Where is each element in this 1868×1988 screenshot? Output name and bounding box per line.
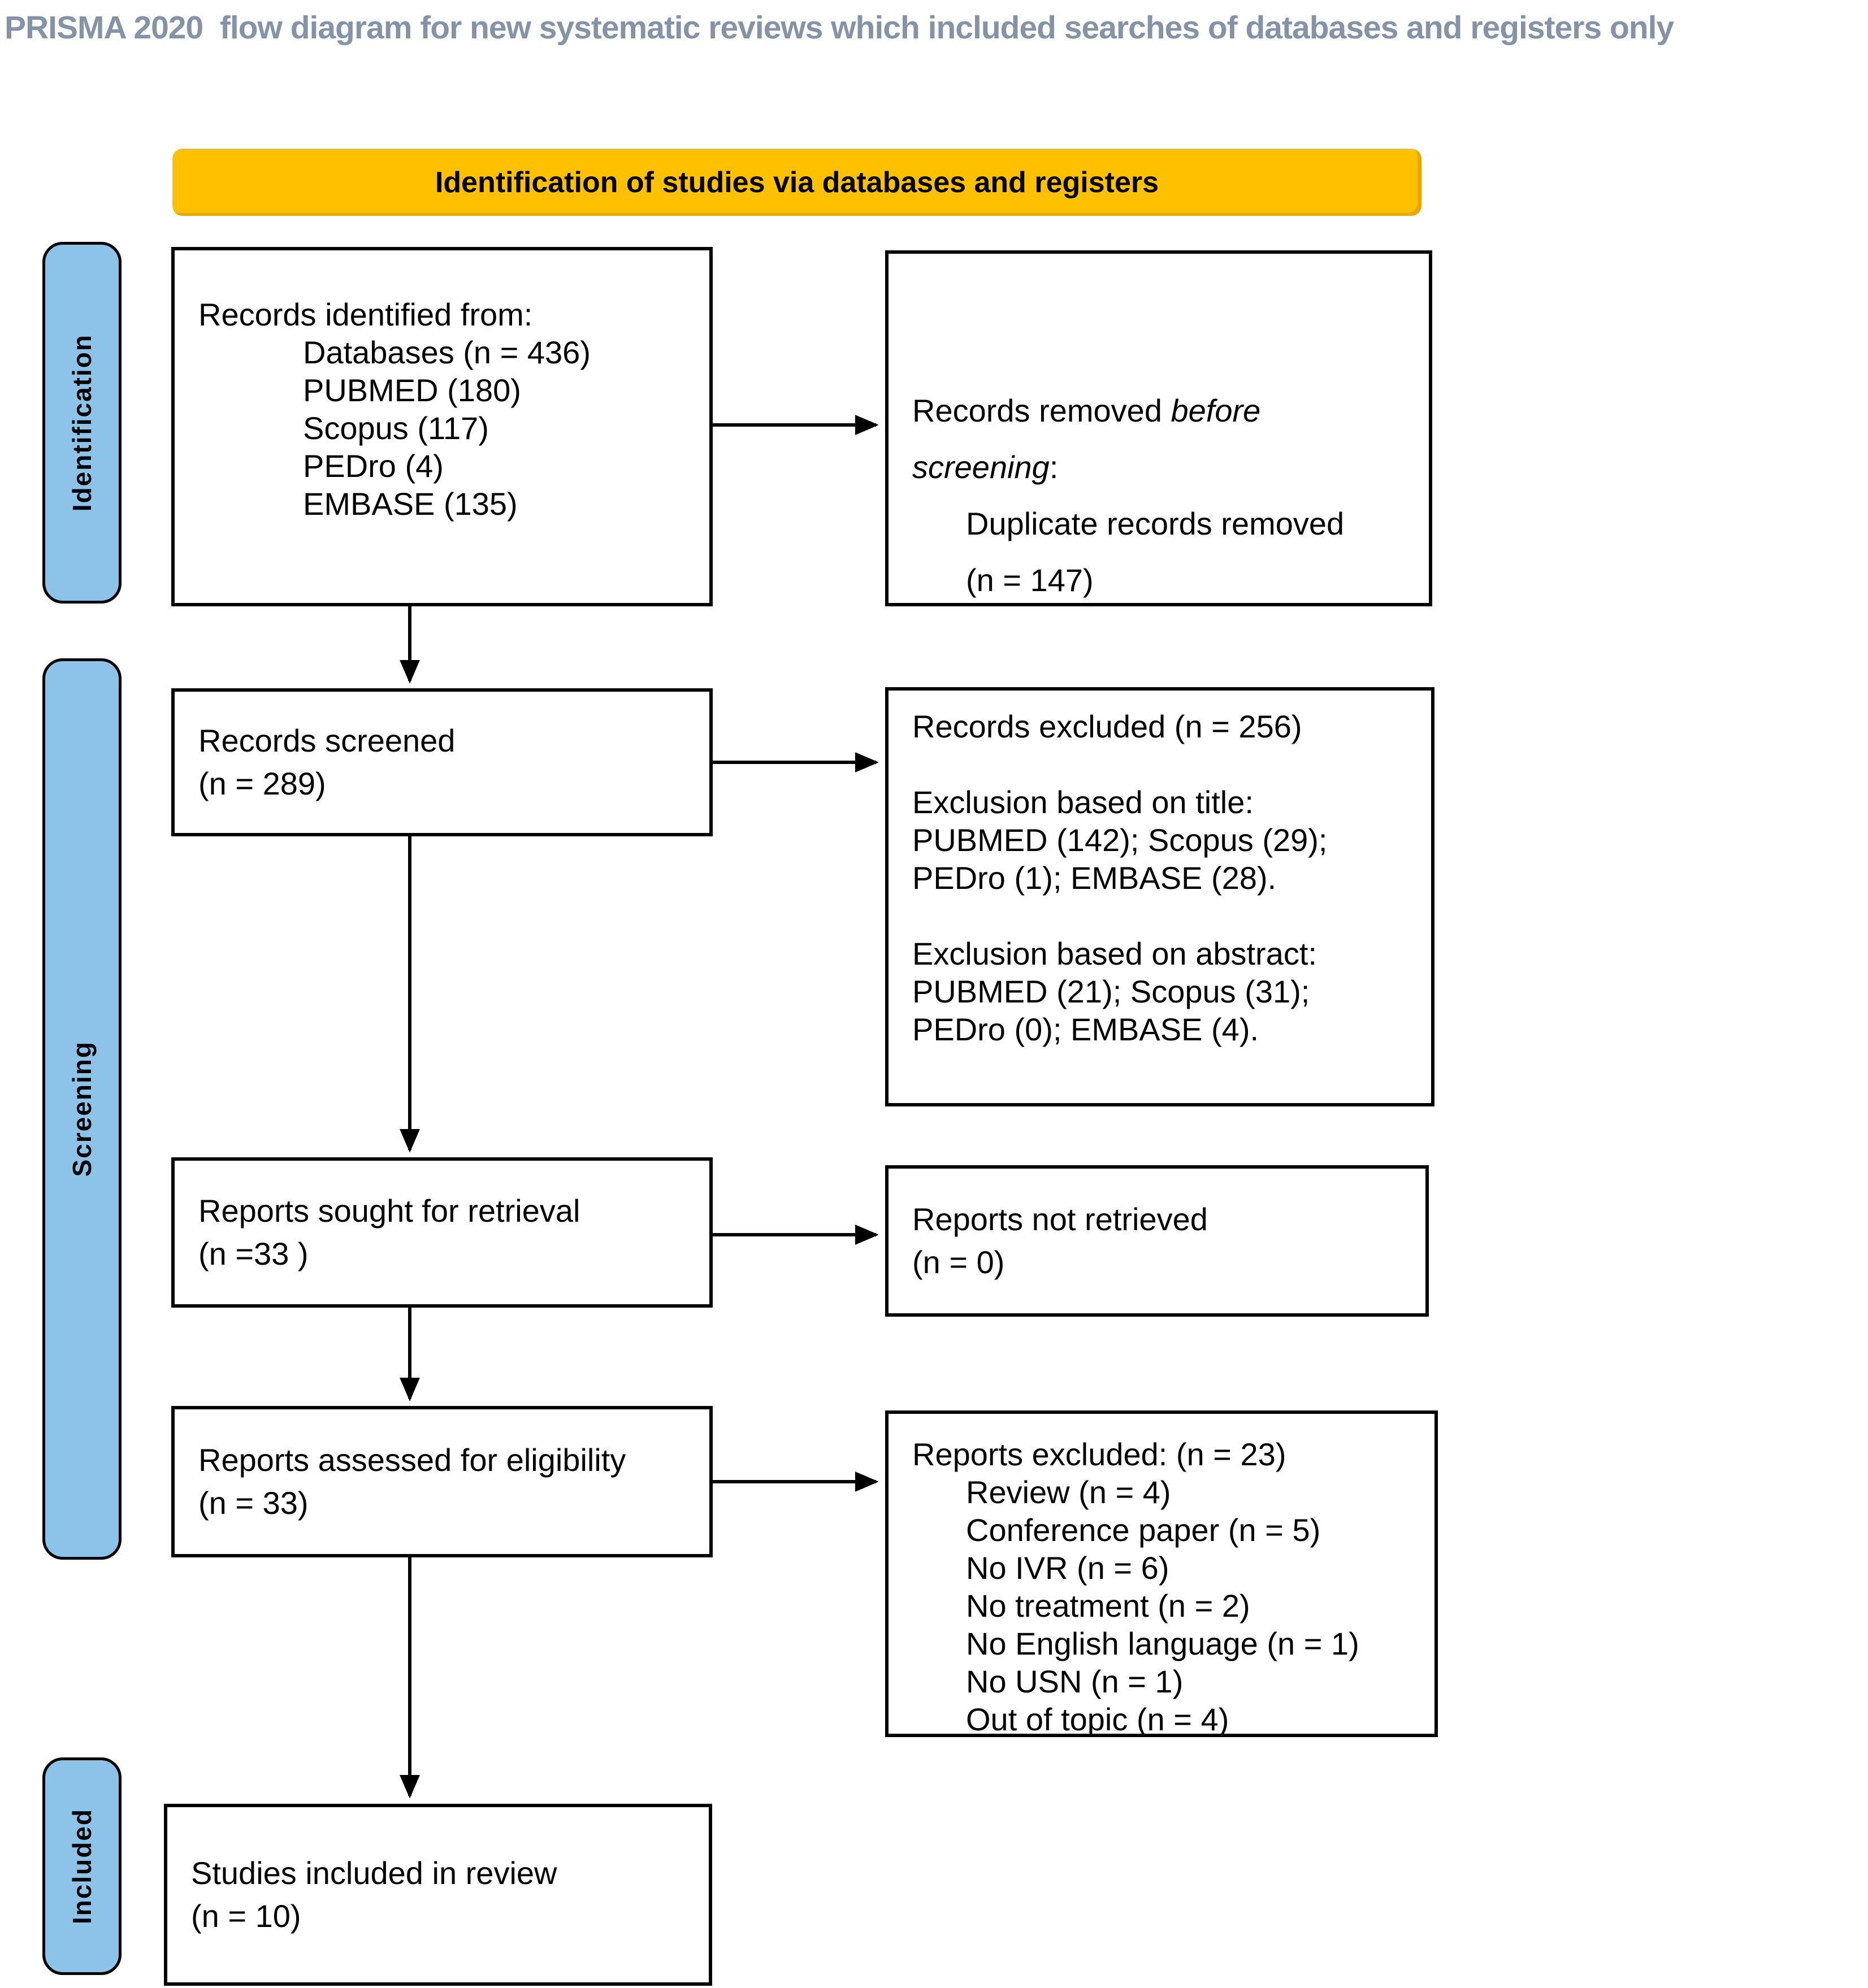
box-studies-included: Studies included in review (n = 10) [164, 1804, 712, 1986]
text-segment: : [1049, 449, 1059, 485]
text-line: Conference paper (n = 5) [966, 1512, 1321, 1548]
stage-label-screening: Screening [42, 658, 122, 1560]
box-records-removed: Records removed before screening: Duplic… [885, 250, 1432, 606]
stage-label-text: Included [67, 1808, 97, 1925]
text-line: Reports assessed for eligibility [198, 1442, 626, 1478]
text-line: Records removed before [912, 383, 1405, 439]
stage-label-text: Screening [67, 1041, 97, 1177]
text-line: No USN (n = 1) [966, 1664, 1184, 1699]
box-records-excluded: Records excluded (n = 256) Exclusion bas… [885, 687, 1434, 1106]
text-segment: Records removed [912, 393, 1171, 428]
text-line [912, 745, 1407, 783]
text-line: Reports excluded: (n = 23) [912, 1436, 1286, 1472]
text-line: Out of topic (n = 4) [966, 1701, 1229, 1737]
text-line: (n = 10) [191, 1898, 301, 1934]
text-line: No treatment (n = 2) [966, 1588, 1250, 1624]
text-line: (n = 147) [966, 562, 1094, 598]
text-segment-italic: screening [912, 449, 1050, 485]
text-line: EMBASE (135) [303, 486, 518, 522]
text-line [912, 897, 1407, 935]
box-reports-not-retrieved: Reports not retrieved (n = 0) [885, 1165, 1429, 1317]
text-line: Exclusion based on title: [912, 784, 1254, 820]
header-band: Identification of studies via databases … [172, 149, 1421, 216]
text-line: Reports not retrieved [912, 1201, 1208, 1237]
text-line: PUBMED (21); Scopus (31); [912, 974, 1310, 1009]
text-line: Reports sought for retrieval [198, 1193, 580, 1229]
box-records-screened: Records screened (n = 289) [171, 688, 713, 836]
text-line: PEDro (0); EMBASE (4). [912, 1012, 1259, 1047]
text-line: (n = 33) [198, 1485, 309, 1521]
header-label: Identification of studies via databases … [435, 166, 1159, 199]
text-line: Databases (n = 436) [303, 335, 591, 370]
text-line: PEDro (4) [303, 448, 444, 484]
text-line: screening: [912, 439, 1405, 496]
text-line: Exclusion based on abstract: [912, 936, 1317, 971]
box-reports-assessed: Reports assessed for eligibility (n = 33) [171, 1406, 713, 1557]
text-line: Records screened [198, 723, 456, 758]
page-title: PRISMA 2020 flow diagram for new systema… [5, 10, 1674, 46]
text-line: Records excluded (n = 256) [912, 709, 1302, 744]
text-line: Scopus (117) [303, 410, 489, 446]
text-line: PUBMED (180) [303, 372, 521, 408]
text-line: (n = 289) [198, 766, 326, 801]
box-reports-sought: Reports sought for retrieval (n =33 ) [171, 1157, 713, 1308]
text-line: Studies included in review [191, 1855, 557, 1891]
text-line: PUBMED (142); Scopus (29); [912, 822, 1328, 858]
text-line: PEDro (1); EMBASE (28). [912, 860, 1277, 896]
text-line: Review (n = 4) [966, 1474, 1171, 1510]
text-line: Records identified from: [198, 297, 533, 332]
stage-label-identification: Identification [42, 242, 122, 604]
text-line: (n =33 ) [198, 1236, 309, 1271]
stage-label-included: Included [42, 1757, 122, 1975]
box-records-identified: Records identified from:Databases (n = 4… [171, 247, 713, 606]
text-line: Duplicate records removed [966, 506, 1345, 541]
box-reports-excluded: Reports excluded: (n = 23)Review (n = 4)… [885, 1410, 1438, 1737]
text-line: No English language (n = 1) [966, 1626, 1359, 1661]
text-line: No IVR (n = 6) [966, 1550, 1169, 1586]
text-segment-italic: before [1171, 393, 1261, 428]
text-line: (n = 0) [912, 1244, 1005, 1280]
stage-label-text: Identification [67, 333, 97, 512]
